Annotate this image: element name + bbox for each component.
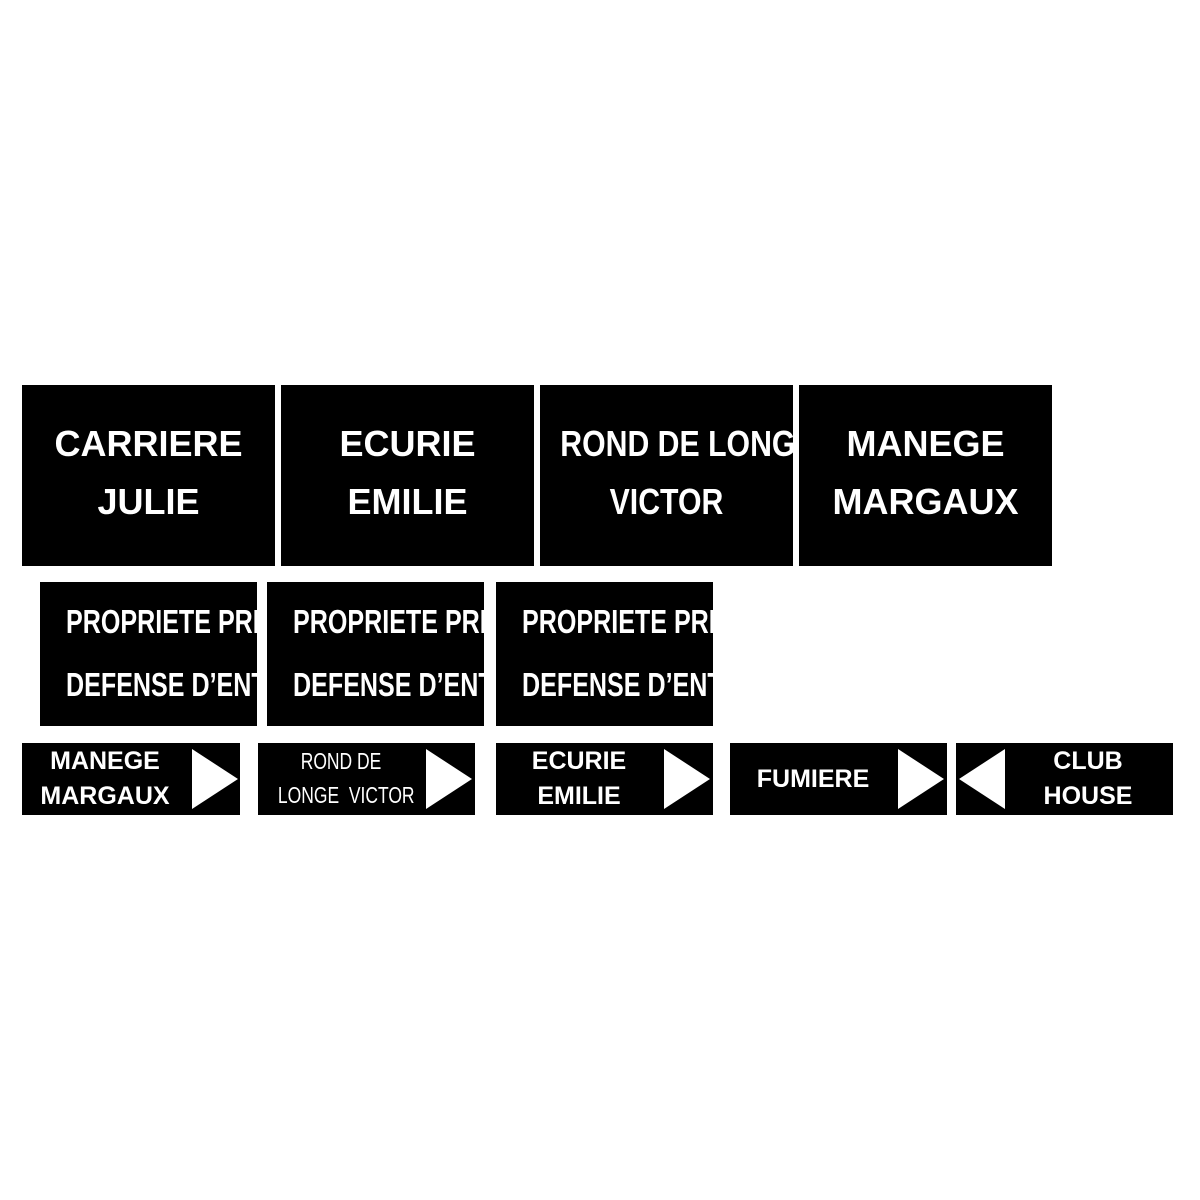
direction-sign-manege-margaux: MANEGE MARGAUX — [22, 743, 240, 815]
private-sign-line2-text: DEFENSE D’ENTRER — [66, 666, 320, 703]
private-sign-line1-text: PROPRIETE PRIVEE — [66, 603, 310, 640]
arrow-right-icon — [898, 749, 944, 809]
private-sign-line1-text: PROPRIETE PRIVEE — [522, 603, 766, 640]
direction-sign-line1: ROND DE — [258, 750, 424, 773]
direction-sign-fumiere: FUMIERE — [730, 743, 947, 815]
direction-sign-line2: MARGAUX — [40, 782, 170, 810]
private-sign-line2: DEFENSE D’ENTRER — [267, 666, 547, 703]
direction-sign-line2-text: LONGE VICTOR — [277, 782, 415, 808]
large-sign-ecurie-emilie: ECURIE EMILIE — [281, 385, 534, 566]
large-sign-carriere-julie: CARRIERE JULIE — [22, 385, 275, 566]
large-sign-line1: MANEGE — [846, 423, 1005, 464]
large-sign-line1: ROND DE LONGE — [540, 423, 816, 464]
private-sign-line1: PROPRIETE PRIVEE — [267, 603, 537, 640]
arrow-left-icon — [959, 749, 1005, 809]
private-property-sign: PROPRIETE PRIVEE DEFENSE D’ENTRER — [40, 582, 320, 726]
large-sign-rond-de-longe-victor: ROND DE LONGE VICTOR — [540, 385, 816, 566]
large-sign-line2: MARGAUX — [832, 481, 1019, 522]
arrow-right-icon — [192, 749, 238, 809]
direction-sign-line1: CLUB — [1053, 747, 1123, 775]
direction-sign-line1-text: ROND DE — [300, 748, 382, 774]
private-sign-line1-text: PROPRIETE PRIVEE — [293, 603, 537, 640]
private-sign-line1: PROPRIETE PRIVEE — [40, 603, 310, 640]
private-property-sign: PROPRIETE PRIVEE DEFENSE D’ENTRER — [267, 582, 547, 726]
direction-sign-line2: HOUSE — [1043, 782, 1133, 810]
large-sign-line2: VICTOR — [540, 484, 793, 520]
arrow-right-icon — [426, 749, 472, 809]
arrow-right-icon — [664, 749, 710, 809]
large-sign-line2: EMILIE — [347, 481, 468, 522]
direction-sign-line1: ECURIE — [531, 747, 627, 775]
private-sign-line2-text: DEFENSE D’ENTRER — [522, 666, 776, 703]
large-sign-line2: JULIE — [97, 481, 200, 522]
direction-sign-ecurie-emilie: ECURIE EMILIE — [496, 743, 713, 815]
direction-sign-rond-de-longe-victor: ROND DE LONGE VICTOR — [258, 743, 475, 815]
private-property-sign: PROPRIETE PRIVEE DEFENSE D’ENTRER — [496, 582, 776, 726]
large-sign-line1: CARRIERE — [54, 423, 243, 464]
large-sign-manege-margaux: MANEGE MARGAUX — [799, 385, 1052, 566]
direction-sign-line2: LONGE VICTOR — [258, 784, 424, 807]
large-sign-line1: ECURIE — [339, 423, 476, 464]
private-sign-line2-text: DEFENSE D’ENTRER — [293, 666, 547, 703]
direction-sign-line1: MANEGE — [50, 747, 160, 775]
large-sign-line1-text: ROND DE LONGE — [560, 423, 816, 464]
private-sign-line1: PROPRIETE PRIVEE — [496, 603, 766, 640]
direction-sign-line2: EMILIE — [537, 782, 621, 810]
private-sign-line2: DEFENSE D’ENTRER — [496, 666, 776, 703]
private-sign-line2: DEFENSE D’ENTRER — [40, 666, 320, 703]
direction-sign-club-house: CLUB HOUSE — [956, 743, 1173, 815]
large-sign-line2-text: VICTOR — [609, 481, 724, 522]
direction-sign-line1: FUMIERE — [756, 765, 870, 793]
